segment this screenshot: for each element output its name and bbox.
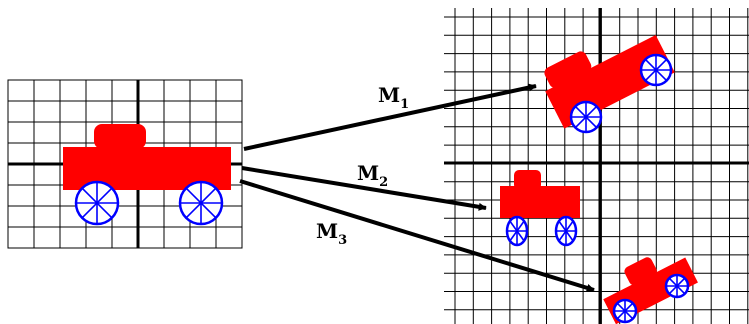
wheel-icon	[639, 53, 673, 87]
wheel-icon	[74, 180, 120, 226]
wheel-icon	[612, 298, 638, 324]
m1-result-truck	[544, 34, 675, 134]
wheel-icon	[554, 215, 578, 247]
target-grid	[444, 8, 749, 324]
wheel-icon	[505, 215, 529, 247]
m3-result-truck	[603, 257, 698, 324]
arrows	[239, 83, 595, 292]
arrow-m1	[243, 83, 537, 151]
label-m1: M1	[378, 83, 409, 112]
label-m3: M3	[316, 219, 347, 248]
arrow-m3	[239, 179, 595, 292]
arrow-m2	[241, 166, 487, 211]
source-truck	[63, 124, 231, 226]
m2-result-truck	[500, 170, 580, 247]
wheel-icon	[178, 180, 224, 226]
truck-body	[63, 124, 231, 190]
wheel-icon	[569, 100, 603, 134]
label-m2: M2	[357, 161, 388, 190]
wheel-icon	[664, 273, 690, 299]
